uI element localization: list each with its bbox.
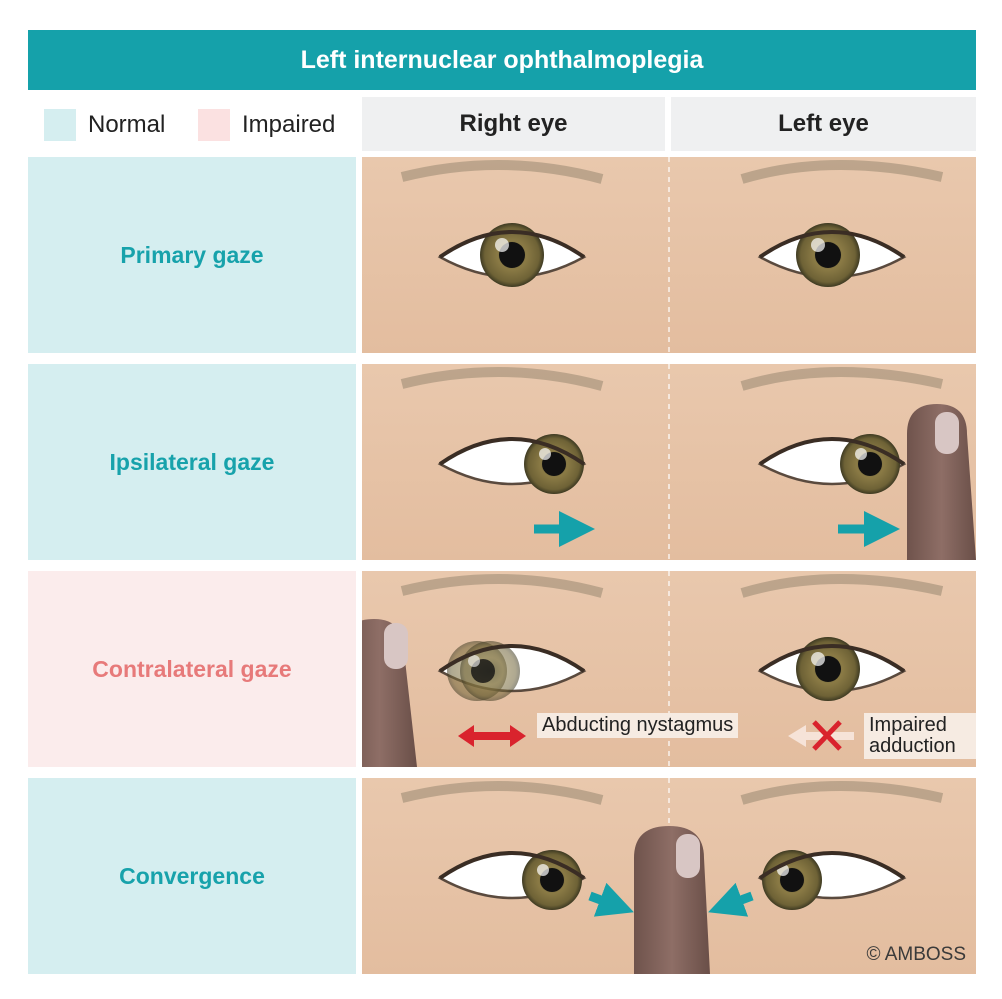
- left-eye: [757, 850, 907, 910]
- blocked-x-icon: [812, 720, 842, 751]
- left-eye-convergence-arrow-icon: [708, 882, 754, 917]
- legend-normal: Normal: [44, 108, 165, 142]
- right-eye: [437, 641, 587, 701]
- panel-primary-gaze: [362, 157, 976, 353]
- copyright-text: © AMBOSS: [866, 944, 966, 965]
- legend-impaired-label: Impaired: [242, 111, 336, 138]
- column-header-right-eye: Right eye: [362, 97, 665, 151]
- figure-title: Left internuclear ophthalmoplegia: [28, 30, 976, 90]
- legend-impaired-swatch: [198, 109, 230, 141]
- nystagmus-double-arrow-icon: [458, 725, 526, 747]
- right-eye: [437, 223, 587, 287]
- finger-icon: [634, 826, 710, 974]
- panel-convergence: [362, 778, 976, 974]
- finger-icon: [907, 404, 976, 560]
- right-eyebrow: [400, 159, 604, 184]
- finger-icon: [362, 619, 417, 767]
- legend-impaired: Impaired: [198, 108, 335, 142]
- left-eye: [757, 637, 907, 701]
- right-eye: [437, 850, 587, 910]
- legend-normal-label: Normal: [88, 111, 166, 138]
- row-label-convergence: Convergence: [28, 778, 356, 974]
- left-eyebrow: [740, 159, 944, 184]
- panel-contralateral-gaze: Abducting nystagmus Impaired adduction: [362, 571, 976, 767]
- right-eye: [437, 434, 587, 494]
- row-label-ipsilateral-gaze: Ipsilateral gaze: [28, 364, 356, 560]
- impaired-adduction-label: Impaired adduction: [864, 713, 976, 759]
- abducting-nystagmus-label: Abducting nystagmus: [537, 713, 739, 738]
- panel-ipsilateral-gaze: [362, 364, 976, 560]
- right-eye-convergence-arrow-icon: [588, 882, 634, 917]
- left-eye: [757, 434, 907, 494]
- row-label-contralateral-gaze: Contralateral gaze: [28, 571, 356, 767]
- row-label-primary-gaze: Primary gaze: [28, 157, 356, 353]
- legend-normal-swatch: [44, 109, 76, 141]
- column-header-left-eye: Left eye: [671, 97, 976, 151]
- left-eye: [757, 223, 907, 287]
